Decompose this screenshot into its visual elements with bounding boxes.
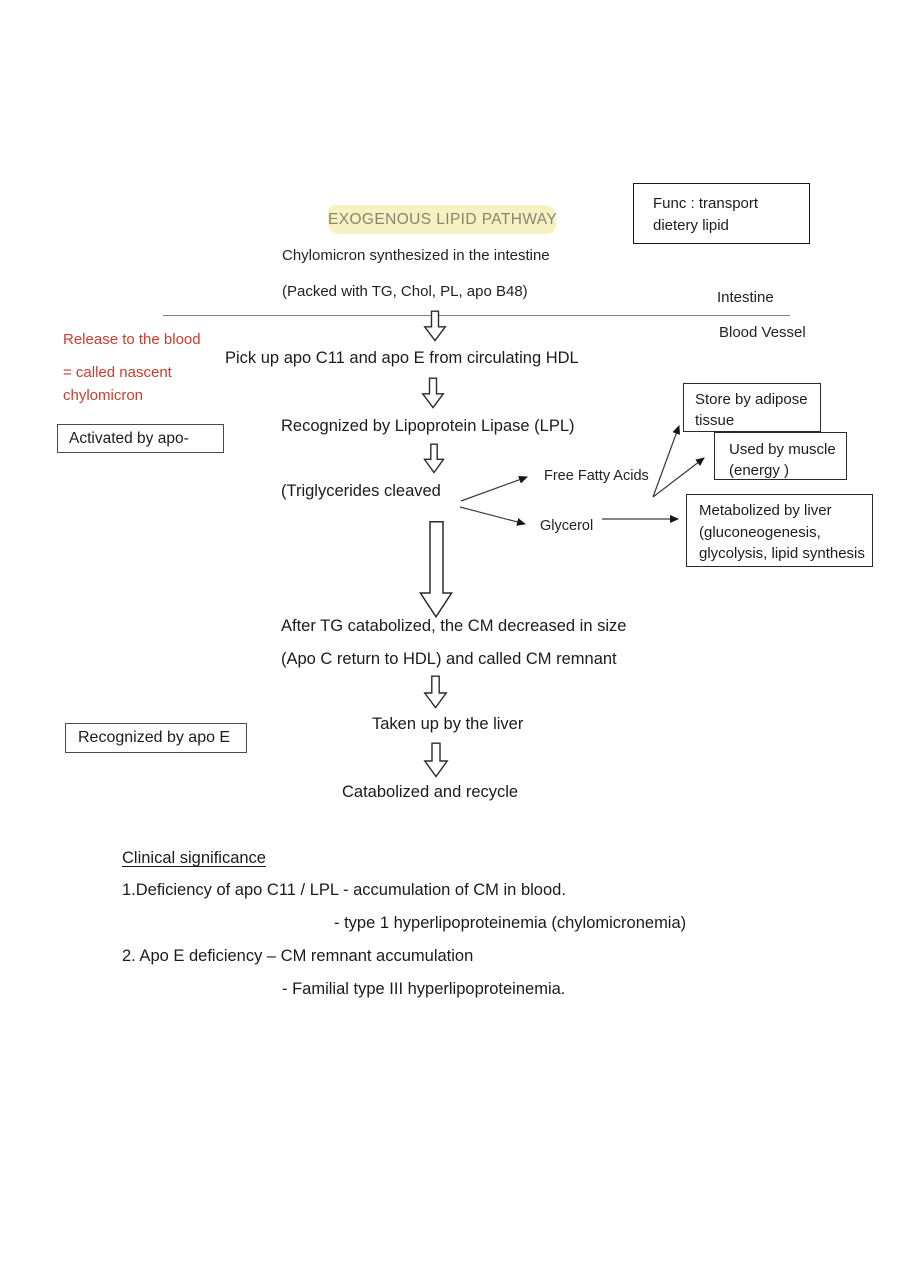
liver-box-line3: glycolysis, lipid synthesis (699, 545, 865, 562)
intestine-label: Intestine (717, 289, 774, 306)
down-arrow-icon (423, 675, 448, 709)
release-note: Release to the blood (63, 331, 201, 348)
adipose-box: Store by adipose tissue (683, 383, 821, 432)
adipose-box-line2: tissue (695, 412, 735, 429)
flow-step-remnant: (Apo C return to HDL) and called CM remn… (281, 650, 617, 668)
activated-by-apo-label: Activated by apo- (69, 430, 189, 447)
arrow-triglycerides-to-glycerol (459, 506, 526, 526)
clinical-item-2-sub: - Familial type III hyperlipoproteinemia… (282, 980, 566, 998)
clinical-item-2: 2. Apo E deficiency – CM remnant accumul… (122, 947, 474, 965)
function-box-line1: Func : transport (653, 195, 759, 212)
muscle-box-line2: (energy ) (729, 462, 790, 479)
flow-step-after-tg: After TG catabolized, the CM decreased i… (281, 617, 627, 635)
nascent-note: = called nascent chylomicron (63, 361, 172, 407)
muscle-box-line1: Used by muscle (729, 441, 836, 458)
clinical-item-1-sub: - type 1 hyperlipoproteinemia (chylomicr… (334, 914, 687, 932)
flow-step-catabolized: Catabolized and recycle (342, 783, 519, 801)
muscle-box: Used by muscle (energy ) (714, 432, 847, 480)
title-highlight: EXOGENOUS LIPID PATHWAY (328, 205, 558, 234)
adipose-box-line1: Store by adipose (695, 391, 808, 408)
down-arrow-icon (423, 310, 447, 342)
intestine-blood-divider (163, 315, 790, 316)
liver-box-line1: Metabolized by liver (699, 502, 832, 519)
recognized-by-apoe-label: Recognized by apo E (78, 729, 231, 746)
clinical-item-1: 1.Deficiency of apo C11 / LPL - accumula… (122, 881, 566, 899)
flow-step-triglycerides: (Triglycerides cleaved (281, 482, 441, 500)
flow-step-pickup: Pick up apo C11 and apo E from circulati… (225, 349, 579, 367)
blood-vessel-label: Blood Vessel (719, 324, 806, 341)
arrow-ffa-to-adipose (652, 425, 681, 498)
flow-step-taken-up: Taken up by the liver (372, 715, 524, 733)
flow-step-packed: (Packed with TG, Chol, PL, apo B48) (282, 283, 528, 300)
liver-box: Metabolized by liver (gluconeogenesis, g… (686, 494, 873, 567)
flow-step-synthesized: Chylomicron synthesized in the intestine (282, 247, 550, 264)
function-box: Func : transport dietery lipid (633, 183, 810, 244)
long-down-arrow-icon (419, 521, 453, 618)
arrow-triglycerides-to-ffa (460, 475, 528, 502)
nascent-note-line1: = called nascent (63, 364, 172, 381)
liver-box-line2: (gluconeogenesis, (699, 523, 821, 541)
down-arrow-icon (421, 377, 445, 409)
function-box-line2: dietery lipid (653, 217, 729, 234)
activated-by-apo-box: Activated by apo- (57, 424, 224, 453)
flow-step-lpl: Recognized by Lipoprotein Lipase (LPL) (281, 417, 575, 435)
free-fatty-acids-label: Free Fatty Acids (544, 468, 649, 484)
nascent-note-line2: chylomicron (63, 387, 144, 404)
down-arrow-icon (423, 742, 449, 778)
page-title: EXOGENOUS LIPID PATHWAY (328, 211, 558, 228)
down-arrow-icon (423, 443, 445, 474)
glycerol-label: Glycerol (540, 518, 594, 534)
clinical-significance-heading: Clinical significance (122, 849, 266, 867)
recognized-by-apoe-box: Recognized by apo E (65, 723, 247, 753)
arrow-ffa-to-muscle (652, 457, 705, 498)
